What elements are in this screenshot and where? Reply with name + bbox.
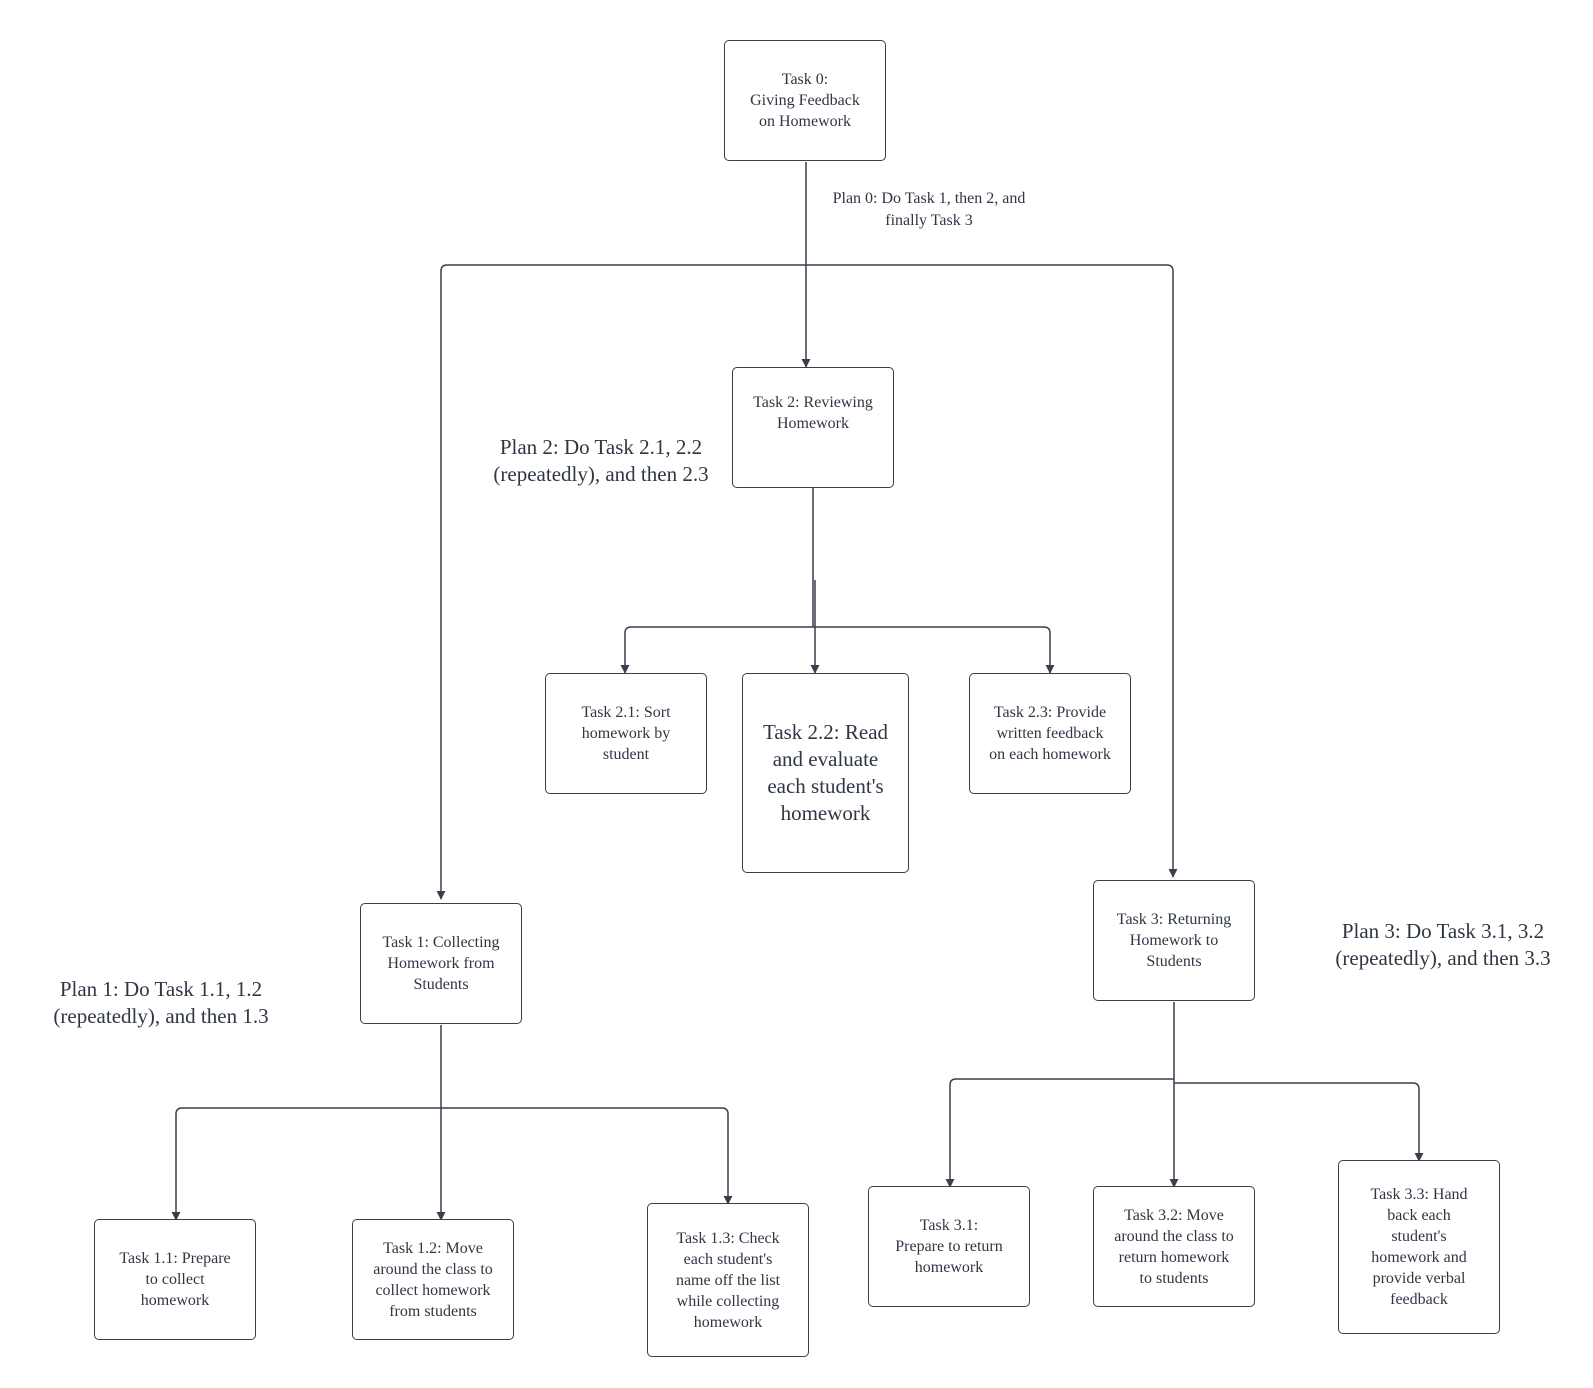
task-2: Task 2: Reviewing Homework xyxy=(732,367,894,488)
task-3-1-label: Task 3.1: Prepare to return homework xyxy=(895,1217,1003,1276)
task-3-2-label: Task 3.2: Move around the class to retur… xyxy=(1114,1206,1234,1287)
task-0: Task 0: Giving Feedback on Homework xyxy=(724,40,886,161)
connector-t1-t1-1 xyxy=(171,1107,441,1221)
plan-1: Plan 1: Do Task 1.1, 1.2 (repeatedly), a… xyxy=(53,977,269,1028)
task-2-3-label: Task 2.3: Provide written feedback on ea… xyxy=(989,704,1111,763)
task-2-2: Task 2.2: Read and evaluate each student… xyxy=(742,673,909,873)
task-2-1-label: Task 2.1: Sort homework by student xyxy=(581,704,671,763)
plan-3: Plan 3: Do Task 3.1, 3.2 (repeatedly), a… xyxy=(1335,919,1551,970)
task-1-label: Task 1: Collecting Homework from Student… xyxy=(382,934,500,993)
task-3-3-label: Task 3.3: Hand back each student's homew… xyxy=(1370,1186,1468,1308)
connector-t2-t2-3 xyxy=(813,626,1055,674)
connector-t0-t1 xyxy=(436,264,806,900)
task-1-2: Task 1.2: Move around the class to colle… xyxy=(352,1219,514,1340)
task-0-label: Task 0: Giving Feedback on Homework xyxy=(750,71,860,130)
task-2-3: Task 2.3: Provide written feedback on ea… xyxy=(969,673,1131,794)
task-2-label: Task 2: Reviewing Homework xyxy=(753,394,873,432)
task-3: Task 3: Returning Homework to Students xyxy=(1093,880,1255,1001)
connector-t1-t1-3 xyxy=(441,1107,733,1205)
task-3-2: Task 3.2: Move around the class to retur… xyxy=(1093,1186,1255,1307)
task-2-1: Task 2.1: Sort homework by student xyxy=(545,673,707,794)
task-1-3-label: Task 1.3: Check each student's name off … xyxy=(675,1229,781,1331)
task-1-3: Task 1.3: Check each student's name off … xyxy=(647,1203,809,1357)
plan-2: Plan 2: Do Task 2.1, 2.2 (repeatedly), a… xyxy=(493,435,709,486)
task-3-label: Task 3: Returning Homework to Students xyxy=(1116,911,1232,970)
connector-t3-t3-1 xyxy=(945,1078,1174,1188)
task-1-1: Task 1.1: Prepare to collect homework xyxy=(94,1219,256,1340)
task-2-2-label: Task 2.2: Read and evaluate each student… xyxy=(762,720,889,825)
connector-t0-t3 xyxy=(806,264,1178,878)
task-3-1: Task 3.1: Prepare to return homework xyxy=(868,1186,1030,1307)
task-1-2-label: Task 1.2: Move around the class to colle… xyxy=(373,1239,493,1320)
connector-t3-t3-3 xyxy=(1174,1082,1424,1162)
plan-0: Plan 0: Do Task 1, then 2, and finally T… xyxy=(832,190,1026,229)
task-1: Task 1: Collecting Homework from Student… xyxy=(360,903,522,1024)
task-3-3: Task 3.3: Hand back each student's homew… xyxy=(1338,1160,1500,1334)
connector-t2-t2-1 xyxy=(620,626,813,674)
task-1-1-label: Task 1.1: Prepare to collect homework xyxy=(119,1250,231,1309)
